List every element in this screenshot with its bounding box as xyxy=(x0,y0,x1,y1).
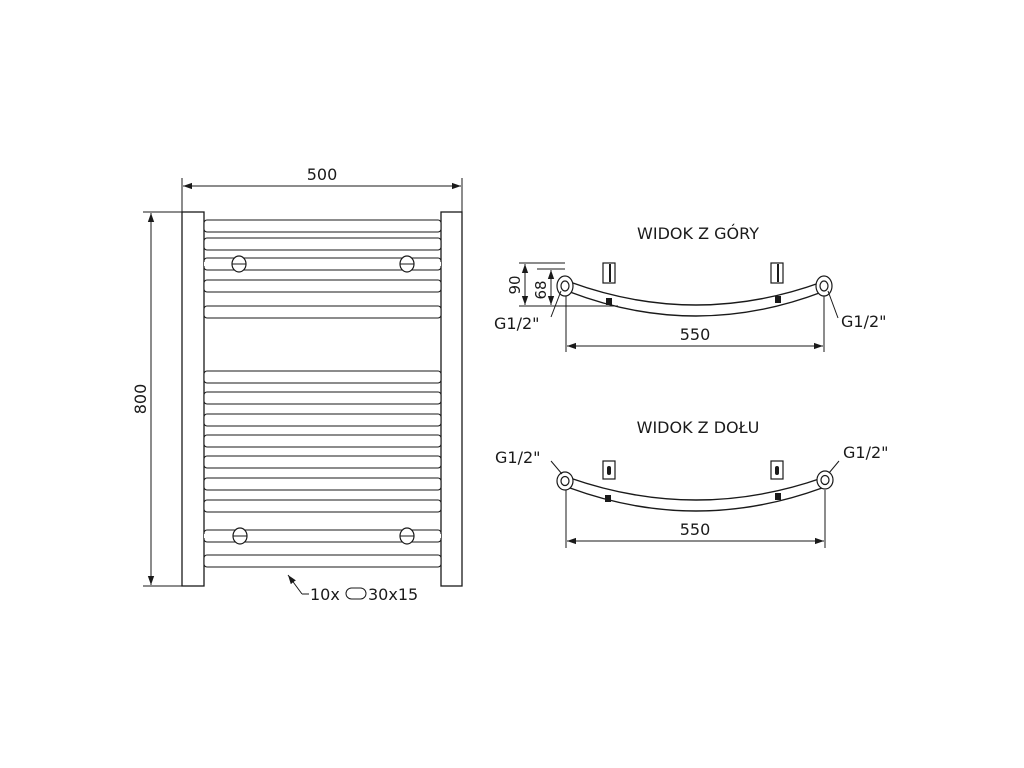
bracket-foot-right xyxy=(775,296,781,303)
bottom-view: WIDOK Z DOŁU G1/2" G1/2" xyxy=(495,418,889,548)
span-label-bottom: 550 xyxy=(680,520,711,539)
bars-count-label: 10x xyxy=(310,585,340,604)
depth-inner-label: 68 xyxy=(532,280,550,299)
horizontal-bar-9 xyxy=(203,434,442,448)
connector-left-bottom xyxy=(556,471,574,491)
horizontal-bar-1 xyxy=(203,219,442,233)
span-label-top: 550 xyxy=(680,325,711,344)
horizontal-bar-11 xyxy=(203,477,442,491)
depth-dimensions: 90 68 xyxy=(506,262,618,307)
wall-bracket-left-bottom xyxy=(602,460,616,480)
left-collector xyxy=(181,211,205,587)
right-connection-label-top: G1/2" xyxy=(841,312,887,331)
span-dimension-top: 550 xyxy=(565,296,825,352)
bracket-foot-left xyxy=(606,298,612,305)
horizontal-bar-2 xyxy=(203,237,442,251)
wall-mount-bottom-left xyxy=(204,527,441,545)
horizontal-bar-5 xyxy=(203,305,442,319)
span-dimension-bottom: 550 xyxy=(565,490,826,548)
horizontal-bars xyxy=(203,219,442,568)
bracket-foot-right-bottom xyxy=(775,493,781,500)
depth-outer-label: 90 xyxy=(506,275,524,294)
wall-bracket-right-bottom xyxy=(770,460,784,480)
top-view-title: WIDOK Z GÓRY xyxy=(637,224,759,243)
right-collector xyxy=(440,211,463,587)
height-label: 800 xyxy=(131,384,150,415)
wall-mount-top-left xyxy=(204,255,441,273)
wall-bracket-right-top xyxy=(770,262,784,284)
right-connection-label-bottom: G1/2" xyxy=(843,443,889,462)
horizontal-bar-4 xyxy=(203,279,442,293)
horizontal-bar-12 xyxy=(203,499,442,513)
width-label: 500 xyxy=(307,165,338,184)
horizontal-bar-6 xyxy=(203,370,442,384)
bar-profile-callout: 10x 30x15 xyxy=(287,574,418,604)
connector-right-top xyxy=(815,275,833,297)
connector-right-bottom xyxy=(816,470,834,490)
front-view: 500 800 xyxy=(131,165,463,604)
horizontal-bar-7 xyxy=(203,391,442,405)
height-dimension: 800 xyxy=(131,211,182,587)
horizontal-bar-8 xyxy=(203,413,442,427)
width-dimension: 500 xyxy=(181,165,463,212)
curved-bar-bottom xyxy=(569,477,823,501)
wall-mounts xyxy=(204,255,441,545)
profile-size-label: 30x15 xyxy=(368,585,418,604)
wall-mount-top-right xyxy=(399,255,415,273)
connector-left-top xyxy=(556,275,574,297)
curved-bar-bottom-inner xyxy=(569,487,823,512)
top-view: WIDOK Z GÓRY 90 68 xyxy=(494,224,887,352)
oval-profile-icon xyxy=(345,587,367,600)
wall-mount-bottom-right xyxy=(399,527,415,545)
left-connection-label-top: G1/2" xyxy=(494,314,540,333)
left-connection-label-bottom: G1/2" xyxy=(495,448,541,467)
curved-bar-top xyxy=(569,281,823,306)
bracket-foot-left-bottom xyxy=(605,495,611,502)
horizontal-bar-10 xyxy=(203,455,442,469)
wall-bracket-left-top xyxy=(602,262,616,284)
bottom-view-title: WIDOK Z DOŁU xyxy=(637,418,760,437)
horizontal-bar-14 xyxy=(203,554,442,568)
curved-bar-top-inner xyxy=(569,291,823,317)
